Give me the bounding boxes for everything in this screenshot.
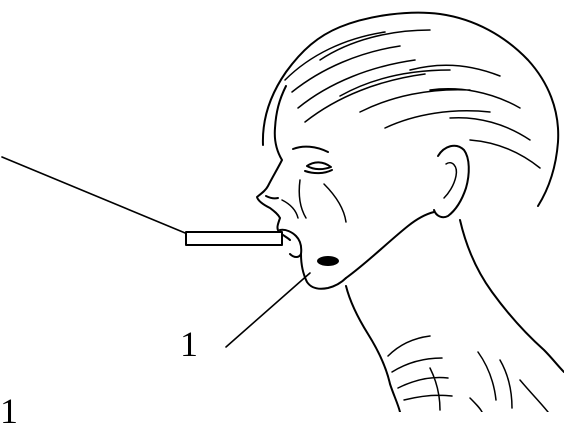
brow (293, 147, 328, 152)
ear (434, 146, 469, 217)
mouth-tube (186, 232, 282, 245)
face-profile (257, 128, 290, 240)
marker-label: 1 (180, 326, 198, 362)
eye-lid (305, 170, 332, 173)
hair-outline (263, 13, 558, 206)
cheek-lines (282, 180, 346, 222)
corner-label: 1 (0, 393, 18, 429)
forehead-outline (275, 86, 286, 128)
pointer-line-upper (2, 157, 190, 235)
neck-front (346, 286, 400, 412)
throat-lines (388, 336, 512, 410)
jaw-outline (346, 212, 434, 278)
eye (307, 162, 331, 169)
diagram-canvas (0, 0, 564, 412)
ear-inner (444, 163, 456, 198)
neck-back (460, 220, 564, 372)
hair-strands (285, 30, 540, 168)
marker-spot (317, 256, 339, 266)
nostril (266, 196, 278, 198)
head-profile-diagram: 1 1 (0, 0, 564, 412)
pointer-line-lower (226, 273, 310, 347)
